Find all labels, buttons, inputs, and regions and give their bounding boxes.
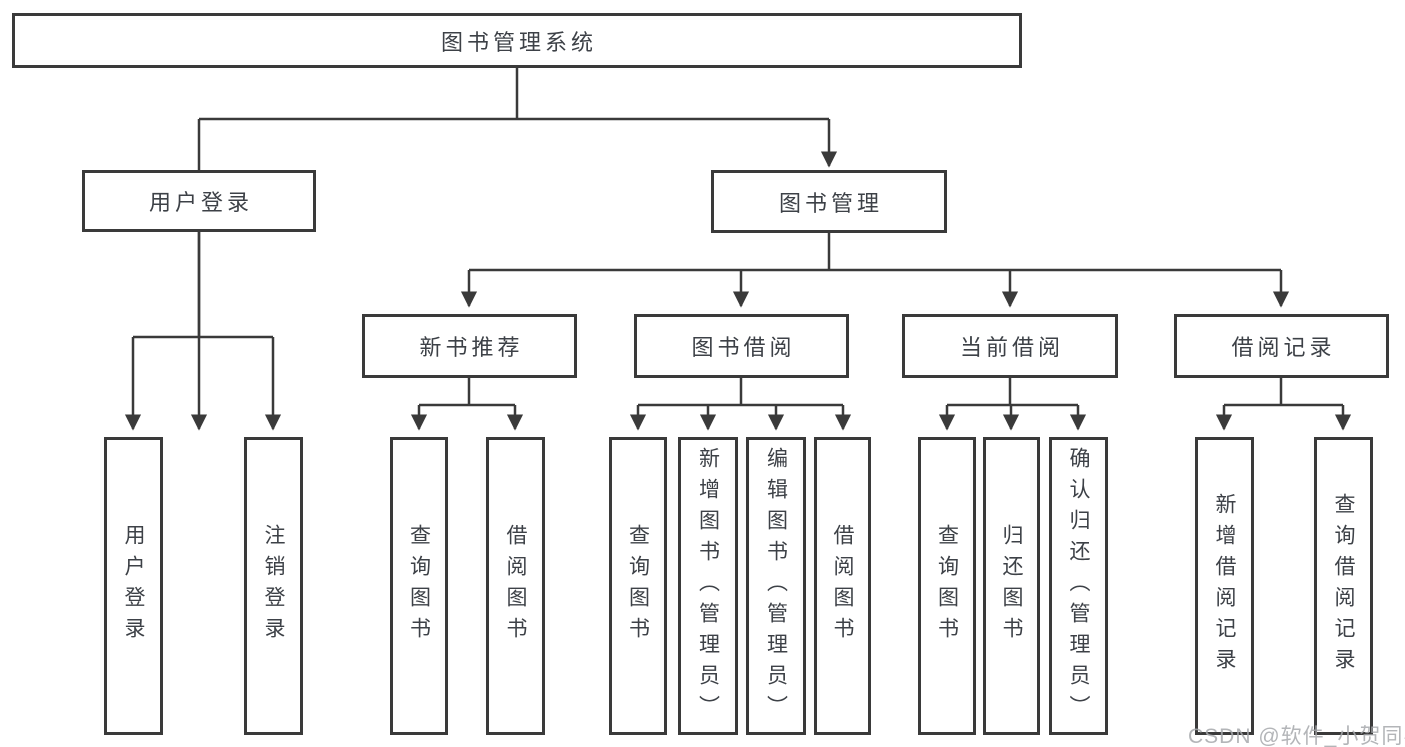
node-label: 图书管理系统 (440, 29, 597, 55)
watermark-text: CSDN @软件_小贺同学 (1188, 725, 1405, 747)
leaf-edit-book-admin: 编辑图书（管理员） (746, 437, 806, 735)
node-label: 新书推荐 (419, 335, 524, 360)
node-label: 归还图书 (1000, 524, 1023, 648)
leaf-borrow-books: 借阅图书 (814, 437, 871, 735)
node-book-borrow: 图书借阅 (634, 314, 849, 378)
leaf-confirm-return-admin: 确认归还（管理员） (1049, 437, 1108, 735)
connector-borrow-records-children (1215, 378, 1352, 431)
leaf-query-borrow-record: 查询借阅记录 (1314, 437, 1373, 735)
node-library-management-system: 图书管理系统 (12, 13, 1022, 68)
leaf-borrow-books: 借阅图书 (486, 437, 545, 735)
node-user-login: 用户登录 (82, 170, 316, 232)
node-book-management: 图书管理 (711, 170, 947, 233)
leaf-query-books: 查询图书 (390, 437, 448, 735)
node-current-borrow: 当前借阅 (902, 314, 1118, 378)
leaf-return-books: 归还图书 (983, 437, 1040, 735)
node-label: 查询图书 (935, 524, 959, 648)
leaf-query-books: 查询图书 (918, 437, 976, 735)
node-label: 新增图书（管理员） (696, 446, 720, 726)
node-label: 借阅图书 (831, 524, 854, 648)
node-label: 编辑图书（管理员） (764, 446, 788, 726)
node-label: 注销登录 (262, 524, 285, 648)
connector-current-borrow-children (938, 378, 1087, 431)
node-label: 用户登录 (148, 190, 253, 215)
node-label: 查询图书 (626, 524, 650, 648)
connector-book-management-children (460, 233, 1290, 308)
node-new-book-recommend: 新书推荐 (362, 314, 577, 378)
node-label: 借阅图书 (504, 524, 527, 648)
node-label: 确认归还（管理员） (1067, 446, 1090, 726)
leaf-query-books: 查询图书 (609, 437, 667, 735)
node-label: 图书管理 (778, 190, 883, 216)
node-label: 当前借阅 (959, 335, 1064, 360)
leaf-logout: 注销登录 (244, 437, 303, 735)
node-label: 用户登录 (122, 524, 145, 648)
connector-book-borrow-children (629, 378, 852, 431)
node-label: 查询借阅记录 (1332, 493, 1355, 679)
leaf-user-login: 用户登录 (104, 437, 163, 735)
node-label: 借阅记录 (1231, 335, 1336, 360)
connector-user-login-children (124, 232, 282, 431)
node-label: 图书借阅 (691, 335, 796, 360)
node-borrow-records: 借阅记录 (1174, 314, 1389, 378)
leaf-add-borrow-record: 新增借阅记录 (1195, 437, 1254, 735)
leaf-add-book-admin: 新增图书（管理员） (678, 437, 738, 735)
node-label: 新增借阅记录 (1213, 493, 1236, 679)
node-label: 查询图书 (407, 524, 431, 648)
connector-new-book-recommend-children (410, 378, 524, 431)
